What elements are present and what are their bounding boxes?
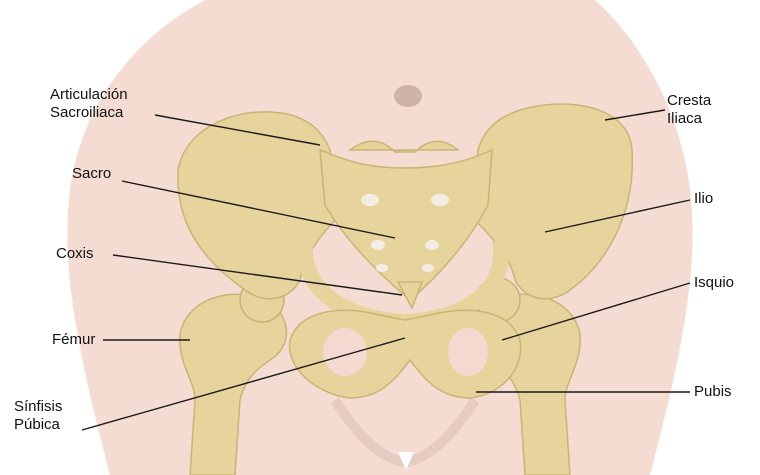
navel [394, 85, 422, 107]
label-sacroiliaca-line1: Articulación [50, 86, 128, 104]
label-sacro: Sacro [72, 165, 111, 183]
label-cresta-iliaca: Cresta Iliaca [667, 92, 711, 128]
label-articulacion-sacroiliaca: Articulación Sacroiliaca [50, 86, 128, 122]
label-sinfisis-line1: Sínfisis [14, 398, 62, 416]
left-obturator-foramen [323, 328, 367, 376]
label-sinfisis-line2: Púbica [14, 416, 62, 434]
label-isquio: Isquio [694, 274, 734, 292]
label-sacroiliaca-line2: Sacroiliaca [50, 104, 128, 122]
label-pubis: Pubis [694, 383, 732, 401]
right-obturator-foramen [448, 328, 488, 376]
label-sinfisis-pubica: Sínfisis Púbica [14, 398, 62, 434]
label-femur: Fémur [52, 331, 95, 349]
label-cresta-line1: Cresta [667, 92, 711, 110]
label-cresta-line2: Iliaca [667, 110, 711, 128]
label-ilio: Ilio [694, 190, 713, 208]
label-coxis: Coxis [56, 245, 94, 263]
